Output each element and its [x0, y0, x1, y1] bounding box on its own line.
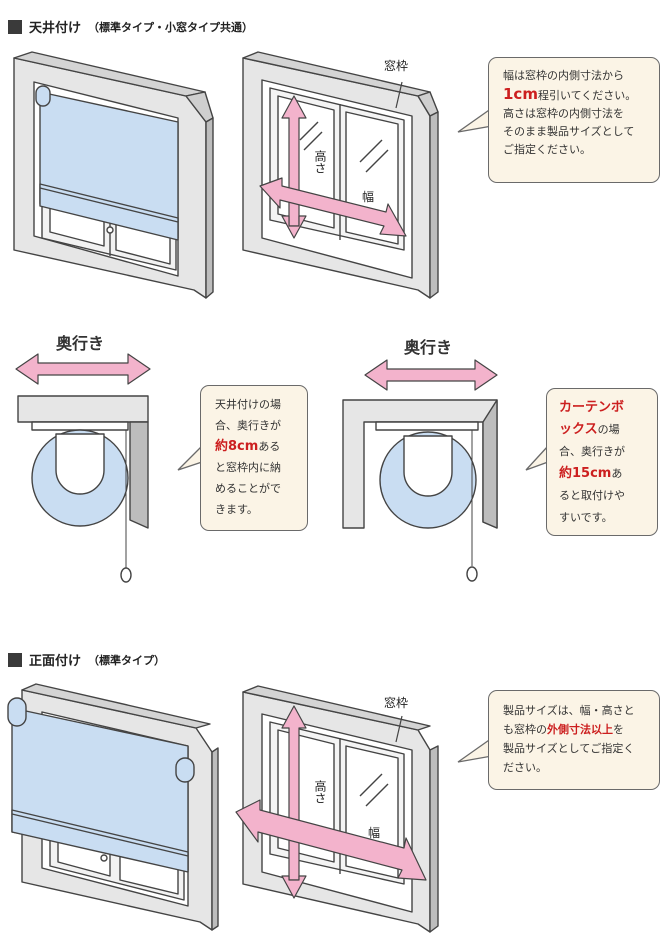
- bubble-line: 1cm程引いてください。: [503, 85, 649, 105]
- pull-cord-icon: [466, 566, 478, 582]
- bubble-line: ご指定ください。: [503, 143, 591, 156]
- emphasis-text: 外側寸法以上: [547, 723, 613, 736]
- arrow-icon: [364, 359, 498, 391]
- bubble-line: カーテンボ: [559, 397, 651, 419]
- ceiling-mount-size-bubble: 幅は窓枠の内側寸法から 1cm程引いてください。 高さは窓枠の内側寸法を そのま…: [488, 57, 660, 183]
- pull-cord-icon: [120, 567, 132, 583]
- bubble-text: ある: [258, 440, 281, 453]
- bubble-text: も窓枠の: [503, 723, 547, 736]
- height-label: 高さ: [313, 150, 327, 174]
- section-title: 天井付け: [29, 21, 82, 36]
- depth-label-right: 奥行き: [404, 338, 453, 357]
- section-title: 正面付け: [29, 654, 82, 669]
- bubble-text: の場: [597, 423, 620, 436]
- emphasis-text: 1cm: [503, 85, 538, 103]
- bubble-line: きます。: [215, 503, 258, 516]
- emphasis-text: カーテンボ: [559, 400, 625, 415]
- arrow-icon: [15, 353, 151, 385]
- bubble-line: 合、奥行きが: [559, 445, 625, 458]
- depth-8cm-bubble: 天井付けの場 合、奥行きが 約8cmある と窓枠内に納 めることがで きます。: [200, 385, 308, 531]
- depth-15cm-bubble: カーテンボ ックスの場 合、奥行きが 約15cmあ ると取付けや すいです。: [546, 388, 658, 536]
- bubble-text: 程引いてください。: [537, 89, 637, 102]
- square-bullet-icon: [8, 652, 22, 667]
- emphasis-text: 約8cm: [215, 439, 259, 454]
- square-bullet-icon: [8, 19, 22, 34]
- width-label: 幅: [362, 190, 375, 204]
- bubble-line: 幅は窓枠の内側寸法から: [503, 69, 624, 82]
- section-subtitle: （標準タイプ）: [88, 653, 166, 667]
- section-subtitle: （標準タイプ・小窓タイプ共通）: [88, 20, 254, 34]
- emphasis-text: ックス: [559, 422, 598, 437]
- bubble-text: あ: [611, 467, 623, 480]
- frame-label: 窓枠: [384, 59, 409, 73]
- bubble-text: を: [613, 723, 624, 736]
- depth-label-left: 奥行き: [56, 334, 105, 353]
- bubble-pointer: [457, 736, 493, 763]
- bubble-line: 約15cmあ: [559, 463, 651, 485]
- bubble-line: 製品サイズは、幅・高さと: [503, 704, 635, 717]
- emphasis-text: 約15cm: [559, 466, 612, 481]
- bubble-line: そのまま製品サイズとして: [503, 125, 635, 138]
- bubble-line: ックスの場: [559, 419, 651, 441]
- bubble-line: 合、奥行きが: [215, 419, 281, 432]
- bubble-line: と窓枠内に納: [215, 461, 281, 474]
- bubble-line: も窓枠の外側寸法以上を: [503, 720, 651, 739]
- section-header-front-mount: 正面付け （標準タイプ）: [8, 650, 165, 669]
- height-label: 高さ: [313, 780, 327, 804]
- bubble-line: 天井付けの場: [215, 398, 281, 411]
- section-header-ceiling-mount: 天井付け （標準タイプ・小窓タイプ共通）: [8, 17, 253, 36]
- bubble-line: 高さは窓枠の内側寸法を: [503, 107, 624, 120]
- bubble-line: すいです。: [559, 511, 613, 524]
- front-mount-size-bubble: 製品サイズは、幅・高さと も窓枠の外側寸法以上を 製品サイズとしてご指定く ださ…: [488, 690, 660, 790]
- bubble-line: ださい。: [503, 761, 547, 774]
- bubble-line: ると取付けや: [559, 489, 625, 502]
- width-label: 幅: [368, 826, 381, 840]
- bubble-line: めることがで: [215, 482, 281, 495]
- bubble-line: 製品サイズとしてご指定く: [503, 742, 635, 755]
- frame-label: 窓枠: [384, 696, 409, 710]
- bubble-line: 約8cmある: [215, 436, 301, 457]
